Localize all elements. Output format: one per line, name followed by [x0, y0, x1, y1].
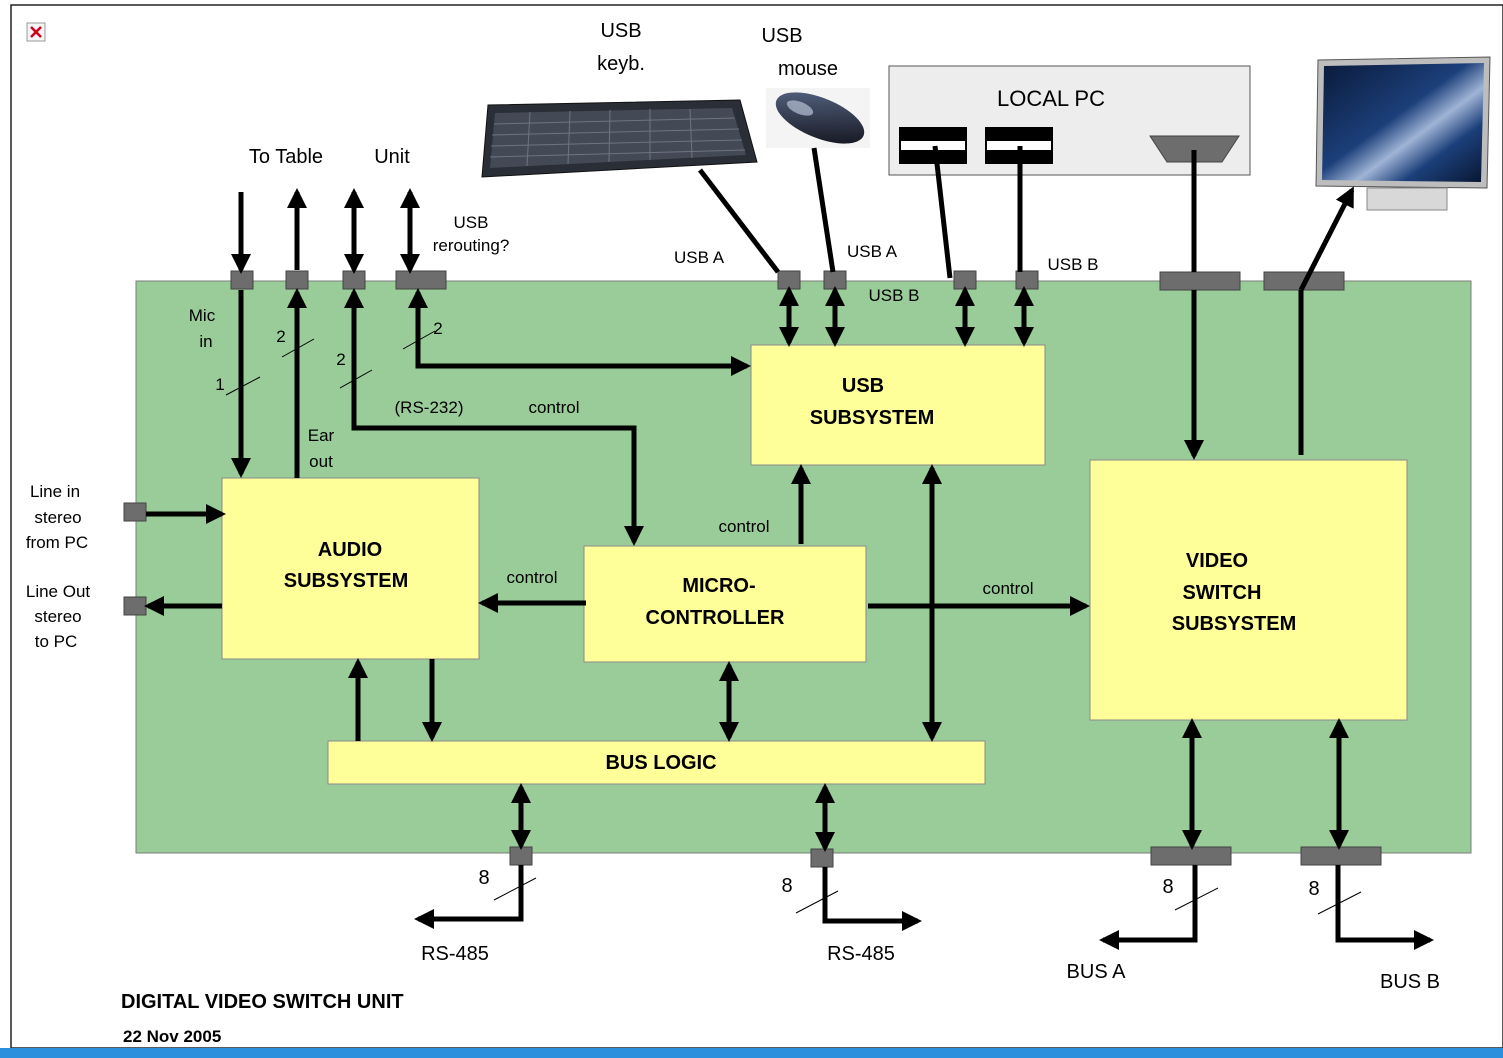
port-usb-b-1: [953, 270, 977, 290]
port-line-out: [123, 596, 147, 616]
line-out-label-3: to PC: [35, 632, 78, 651]
bus-a-label: BUS A: [1067, 961, 1127, 983]
line-in-label-3: from PC: [26, 533, 88, 552]
video-label-2: SWITCH: [1183, 582, 1262, 604]
port-usb-a-2: [823, 270, 847, 290]
port-usb-reroute: [395, 270, 447, 290]
micro-label-1: MICRO-: [682, 575, 755, 597]
wire-bus-b-ext: [1335, 865, 1434, 950]
mouse-label-1: USB: [761, 25, 802, 47]
usb-b-label-2: USB B: [1047, 255, 1098, 274]
usb-a-label-1: USB A: [674, 248, 725, 267]
control-label-audio: control: [506, 568, 557, 587]
wire-rs485-2-ext: [822, 867, 922, 931]
count-label-2c: 2: [433, 319, 442, 338]
broken-image-icon: [26, 22, 46, 42]
usb-rerouting-label-2: rerouting?: [433, 236, 510, 255]
to-table-label: To Table: [249, 146, 323, 168]
ear-out-label-1: Ear: [308, 426, 335, 445]
rs485-label-1: RS-485: [421, 943, 489, 965]
port-ear-out: [285, 270, 309, 290]
control-label-top: control: [528, 398, 579, 417]
control-label-usb: control: [718, 517, 769, 536]
bus-tick-mic: [225, 376, 261, 396]
mouse-cable: [811, 147, 836, 273]
audio-subsystem-block: AUDIO SUBSYSTEM: [221, 477, 480, 660]
port-mic-in: [230, 270, 254, 290]
port-bus-b: [1300, 846, 1382, 866]
diagram-title: DIGITAL VIDEO SWITCH UNIT: [121, 991, 404, 1013]
bus-tick-rs232: [339, 369, 373, 389]
line-in-label-1: Line in: [30, 482, 80, 501]
mic-in-label-2: in: [199, 332, 212, 351]
wire-usb-reroute: [408, 288, 751, 376]
port-rs232: [342, 270, 366, 290]
width-label-3: 8: [1162, 876, 1173, 898]
usb-port-icon: [899, 127, 967, 164]
width-label-1: 8: [478, 867, 489, 889]
video-switch-block: VIDEO SWITCH SUBSYSTEM: [1089, 459, 1408, 721]
port-rs485-1: [509, 846, 533, 866]
keyboard-cable: [698, 168, 780, 274]
usb-b-label-1: USB B: [868, 286, 919, 305]
mouse-label-2: mouse: [778, 58, 838, 80]
port-bus-a: [1150, 846, 1232, 866]
count-label-2a: 2: [276, 327, 285, 346]
usb-a-label-2: USB A: [847, 242, 898, 261]
width-label-2: 8: [781, 875, 792, 897]
bus-tick-usb: [402, 330, 436, 350]
local-pc-label: LOCAL PC: [997, 86, 1105, 111]
ear-out-label-2: out: [309, 452, 333, 471]
local-pc: LOCAL PC: [888, 65, 1251, 176]
usb-label-1: USB: [842, 375, 884, 397]
microcontroller-block: MICRO- CONTROLLER: [583, 545, 867, 663]
line-in-label-2: stereo: [34, 508, 81, 527]
unit-label: Unit: [374, 146, 410, 168]
video-label-1: VIDEO: [1186, 550, 1248, 572]
port-line-in: [123, 502, 147, 522]
mic-in-label-1: Mic: [189, 306, 216, 325]
wire-rs232-control: [344, 288, 644, 546]
bus-tick-rs485-1: [493, 877, 537, 901]
bus-tick-bus-a: [1174, 887, 1219, 911]
control-label-video: control: [982, 579, 1033, 598]
line-out-label-2: stereo: [34, 607, 81, 626]
bus-tick-rs485-2: [795, 890, 839, 914]
vga-port-icon: [1149, 135, 1240, 163]
width-label-4: 8: [1308, 878, 1319, 900]
bus-tick-ear: [281, 338, 315, 358]
pc-usb-cable-1: [932, 145, 953, 279]
usb-subsystem-block: USB SUBSYSTEM: [750, 344, 1046, 466]
usb-label-2: SUBSYSTEM: [810, 407, 934, 429]
port-rs485-2: [810, 848, 834, 868]
mouse-icon: [766, 88, 870, 148]
audio-label-2: SUBSYSTEM: [284, 570, 408, 592]
keyboard-icon: [481, 99, 758, 178]
bus-b-label: BUS B: [1380, 971, 1440, 993]
port-usb-b-2: [1015, 270, 1039, 290]
keyboard-label-1: USB: [600, 20, 641, 42]
port-usb-a-1: [777, 270, 801, 290]
diagram-date: 22 Nov 2005: [123, 1027, 221, 1046]
audio-label-1: AUDIO: [318, 539, 382, 561]
bus-logic-label: BUS LOGIC: [605, 752, 716, 774]
micro-label-2: CONTROLLER: [646, 607, 785, 629]
count-label-2b: 2: [336, 350, 345, 369]
monitor-cable: [1298, 186, 1355, 292]
keyboard-label-2: keyb.: [597, 53, 645, 75]
bus-logic-block: BUS LOGIC: [327, 740, 986, 785]
wire-rs485-1-ext: [414, 865, 524, 929]
port-video-in: [1159, 271, 1241, 291]
rs232-label: (RS-232): [395, 398, 464, 417]
monitor-icon: [1315, 56, 1491, 211]
usb-rerouting-label-1: USB: [454, 213, 489, 232]
line-out-label-1: Line Out: [26, 582, 91, 601]
video-label-3: SUBSYSTEM: [1172, 613, 1296, 635]
bus-tick-bus-b: [1317, 891, 1362, 915]
wire-bus-a-ext: [1099, 865, 1198, 950]
rs485-label-2: RS-485: [827, 943, 895, 965]
bottom-bar: [0, 1048, 1503, 1058]
count-label-1: 1: [215, 375, 224, 394]
